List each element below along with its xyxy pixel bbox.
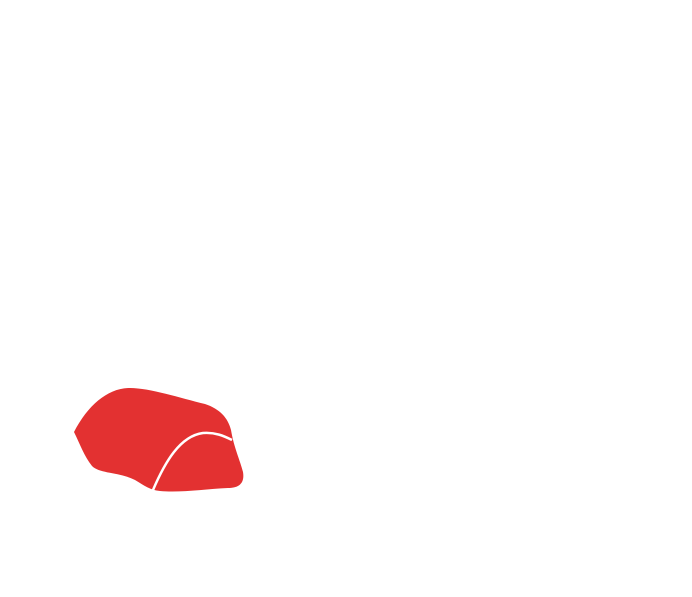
white-divider-line bbox=[151, 431, 233, 491]
red-shape bbox=[74, 388, 244, 492]
